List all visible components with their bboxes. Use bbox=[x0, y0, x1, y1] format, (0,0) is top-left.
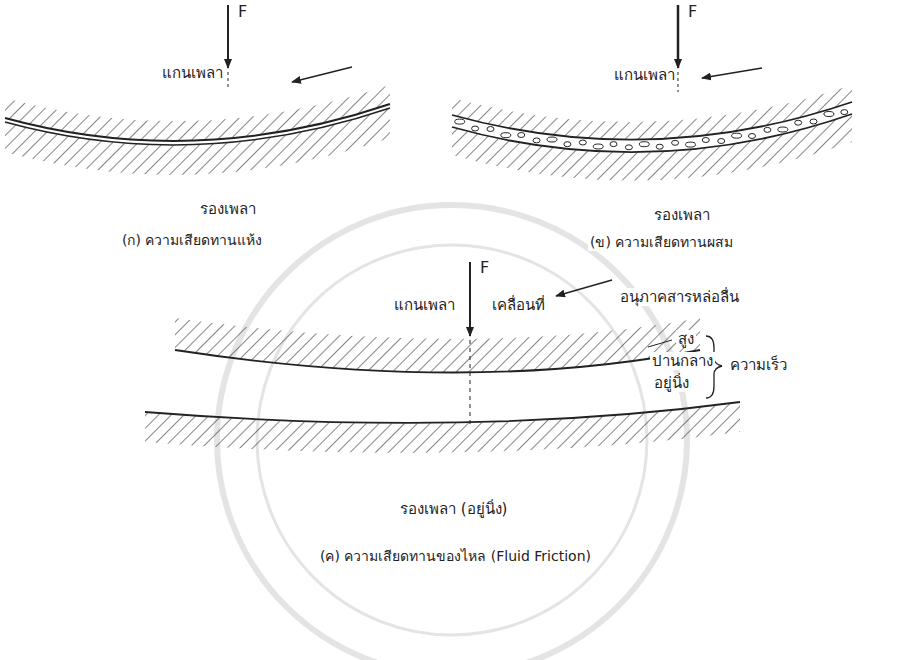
axis-label: ความเร็ว bbox=[728, 356, 789, 374]
part-name: แกนเพลา bbox=[392, 296, 457, 314]
velocity-level: สูง bbox=[676, 330, 696, 348]
fluid-friction-figure bbox=[145, 262, 740, 453]
force-label: F bbox=[686, 2, 699, 21]
part-name: รองเพลา bbox=[198, 200, 258, 218]
figure-caption: (ข) ความเสียดทานผสม bbox=[588, 234, 735, 251]
mixed-friction-figure bbox=[452, 5, 852, 181]
force-label: F bbox=[478, 258, 491, 277]
force-label: F bbox=[236, 2, 249, 21]
part-name: แกนเพลา bbox=[160, 64, 225, 82]
dry-friction-figure bbox=[5, 5, 390, 175]
figure-caption: (ก) ความเสียดทานแห้ง bbox=[120, 232, 264, 249]
velocity-level: อยู่นิ่ง bbox=[652, 374, 691, 392]
part-name: รองเพลา (อยู่นิ่ง) bbox=[398, 500, 509, 518]
note-label: เคลื่อนที่ bbox=[490, 296, 547, 314]
velocity-level: ปานกลาง bbox=[650, 352, 715, 370]
part-name: รองเพลา bbox=[652, 206, 712, 224]
figure-caption: (ค) ความเสียดทานของไหล (Fluid Friction) bbox=[318, 548, 593, 565]
part-name: แกนเพลา bbox=[612, 66, 677, 84]
part-name: อนุภาคสารหล่อลื่น bbox=[618, 288, 741, 306]
